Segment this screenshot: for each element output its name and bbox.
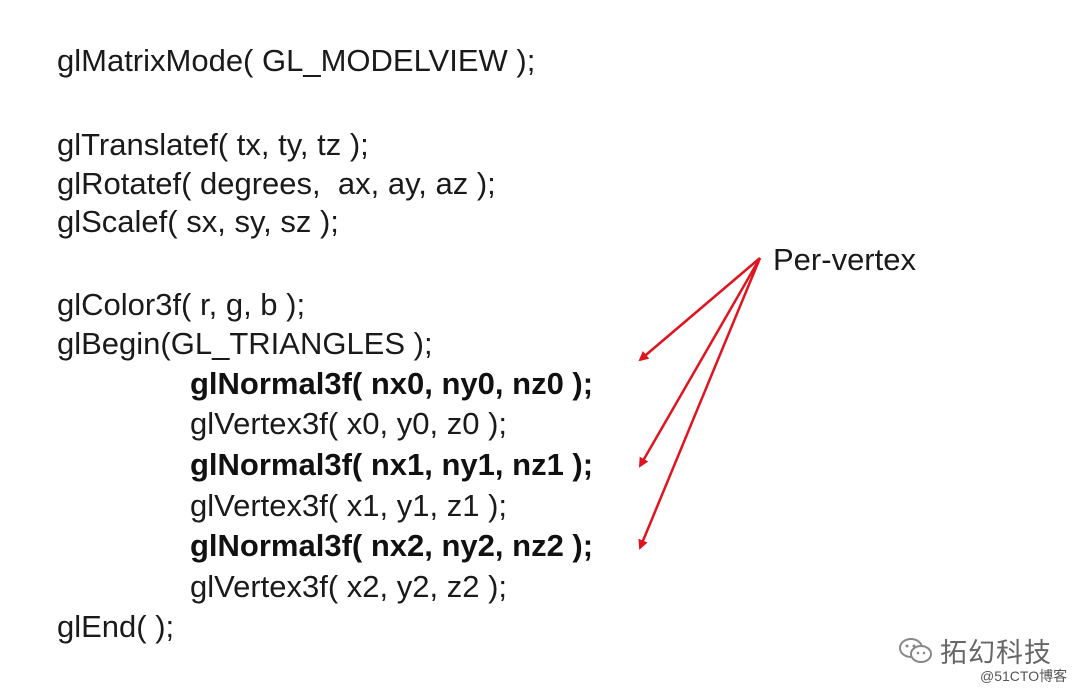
code-line-normal-0: glNormal3f( nx0, ny0, nz0 );	[190, 366, 594, 401]
code-line-translate: glTranslatef( tx, ty, tz );	[57, 127, 369, 162]
code-line-scale: glScalef( sx, sy, sz );	[57, 204, 339, 239]
wechat-icon	[899, 637, 932, 663]
per-vertex-label: Per-vertex	[773, 242, 916, 277]
code-line-rotate: glRotatef( degrees, ax, ay, az );	[57, 166, 496, 201]
code-line-matrix-mode: glMatrixMode( GL_MODELVIEW );	[57, 43, 536, 78]
code-line-vertex-1: glVertex3f( x1, y1, z1 );	[190, 488, 508, 523]
code-line-vertex-2: glVertex3f( x2, y2, z2 );	[190, 569, 508, 604]
watermark-brand: 拓幻科技	[898, 631, 1052, 670]
code-line-end: glEnd( );	[57, 609, 175, 644]
arrow-to-normal-0	[638, 257, 761, 362]
code-line-vertex-0: glVertex3f( x0, y0, z0 );	[190, 406, 508, 441]
code-line-begin: glBegin(GL_TRIANGLES );	[57, 326, 433, 361]
watermark-brand-text: 拓幻科技	[940, 638, 1052, 668]
watermark-site: @51CTO博客	[980, 668, 1068, 684]
code-line-normal-2: glNormal3f( nx2, ny2, nz2 );	[190, 528, 594, 563]
code-line-color: glColor3f( r, g, b );	[57, 287, 306, 322]
arrow-to-normal-2	[638, 257, 762, 550]
arrow-to-normal-1	[638, 257, 762, 468]
code-line-normal-1: glNormal3f( nx1, ny1, nz1 );	[190, 447, 594, 482]
